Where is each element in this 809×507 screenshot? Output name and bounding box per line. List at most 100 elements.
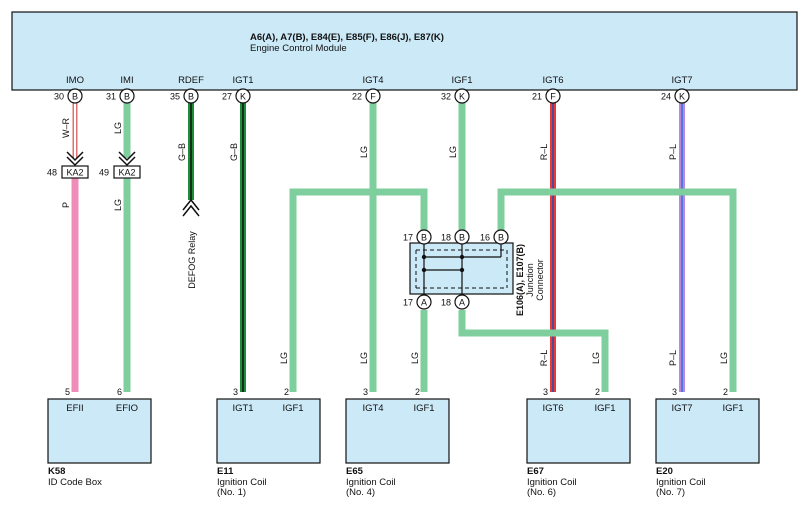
ecm-terminal-igt7: K 24 — [661, 88, 690, 104]
ecm-terminal-igf1: K 32 — [441, 88, 470, 104]
defog-relay-connector — [182, 198, 200, 217]
junction-label-line2: Connector — [535, 259, 545, 301]
svg-text:B: B — [124, 92, 130, 102]
svg-text:(No. 4): (No. 4) — [346, 487, 375, 498]
svg-text:2: 2 — [595, 387, 600, 397]
svg-text:6: 6 — [117, 387, 122, 397]
svg-text:E67: E67 — [527, 466, 544, 477]
svg-text:EFIO: EFIO — [116, 403, 138, 414]
wire-label-imo-bottom: P — [61, 202, 71, 208]
svg-text:IGF1: IGF1 — [722, 403, 743, 414]
svg-text:(No. 1): (No. 1) — [217, 487, 246, 498]
ecm-signal-igt4: IGT4 — [362, 75, 383, 86]
ecm-signal-imo: IMO — [66, 75, 84, 86]
wire-label-igt6-top: R–L — [539, 144, 549, 161]
svg-text:Ignition Coil: Ignition Coil — [656, 477, 706, 488]
svg-text:IGF1: IGF1 — [594, 403, 615, 414]
ecm-terminal-igt6: F 21 — [532, 88, 561, 104]
svg-text:B: B — [421, 233, 427, 243]
svg-text:E11: E11 — [217, 466, 234, 477]
svg-text:3: 3 — [672, 387, 677, 397]
svg-text:IGT7: IGT7 — [671, 403, 692, 414]
ecm-signal-imi: IMI — [120, 75, 133, 86]
ecm-signal-rdef: RDEF — [178, 75, 204, 86]
wire-igf1-coil7 — [497, 188, 737, 392]
ecm-terminal-igt1: K 27 — [222, 88, 251, 104]
svg-text:27: 27 — [222, 92, 232, 102]
ecm-signal-igt7: IGT7 — [671, 75, 692, 86]
svg-text:K58: K58 — [48, 466, 65, 477]
defog-relay-label: DEFOG Relay — [187, 231, 197, 289]
svg-text:18: 18 — [441, 233, 451, 243]
component-ignition-coil-7: 3 2 IGT7 IGF1 E20 Ignition Coil (No. 7) — [655, 387, 760, 498]
wire-label-coil7-igf: LG — [719, 352, 729, 364]
svg-text:22: 22 — [352, 92, 362, 102]
wire-label-igf1-top: LG — [448, 146, 458, 158]
wire-label-coil6-igf: LG — [591, 352, 601, 364]
component-ignition-coil-6: 3 2 IGT6 IGF1 E67 Ignition Coil (No. 6) — [526, 387, 631, 498]
svg-text:IGT1: IGT1 — [232, 403, 253, 414]
wire-label-rdef: G–B — [177, 143, 187, 161]
wire-label-coil7-igt: P–L — [668, 350, 678, 366]
svg-text:B: B — [498, 233, 504, 243]
wire-label-igt1-top: G–B — [229, 143, 239, 161]
ecm-signal-igt1: IGT1 — [232, 75, 253, 86]
junction-pin-b18: B 18 — [441, 229, 470, 245]
svg-text:Ignition Coil: Ignition Coil — [346, 477, 396, 488]
svg-text:17: 17 — [403, 298, 413, 308]
wire-label-igt7-top: P–L — [668, 144, 678, 160]
svg-text:30: 30 — [54, 92, 64, 102]
svg-text:3: 3 — [233, 387, 238, 397]
wire-label-igt4-top: LG — [359, 146, 369, 158]
svg-text:KA2: KA2 — [66, 168, 83, 178]
junction-label-line1: Junction — [525, 263, 535, 297]
svg-text:32: 32 — [441, 92, 451, 102]
ecm-terminal-imi: B 31 — [106, 88, 135, 104]
wire-igf1-coil6 — [458, 310, 609, 392]
svg-text:31: 31 — [106, 92, 116, 102]
wire-label-imo-top: W–R — [61, 118, 71, 139]
svg-text:IGF1: IGF1 — [413, 403, 434, 414]
ecm-connectors: A6(A), A7(B), E84(E), E85(F), E86(J), E8… — [250, 32, 444, 43]
svg-text:B: B — [459, 233, 465, 243]
ka2-connector-imi: KA2 49 — [99, 151, 141, 179]
svg-text:K: K — [679, 92, 685, 102]
svg-text:EFII: EFII — [66, 403, 83, 414]
svg-text:ID Code Box: ID Code Box — [48, 477, 102, 488]
svg-text:A: A — [459, 298, 465, 308]
ecm-name: Engine Control Module — [250, 43, 347, 54]
ecm-signal-igt6: IGT6 — [542, 75, 563, 86]
svg-text:24: 24 — [661, 92, 671, 102]
wire-label-imi-top: LG — [113, 122, 123, 134]
wire-label-coil6-igt: R–L — [539, 350, 549, 367]
component-ignition-coil-1: 3 2 IGT1 IGF1 E11 Ignition Coil (No. 1) — [216, 387, 321, 498]
svg-text:IGF1: IGF1 — [282, 403, 303, 414]
svg-text:A: A — [421, 298, 427, 308]
svg-text:2: 2 — [415, 387, 420, 397]
junction-connector — [409, 237, 514, 303]
wire-igf1-coil1 — [289, 188, 428, 392]
ecm-signal-igf1: IGF1 — [451, 75, 472, 86]
svg-text:3: 3 — [543, 387, 548, 397]
junction-pin-b16: B 16 — [480, 229, 509, 245]
svg-text:Ignition Coil: Ignition Coil — [217, 477, 267, 488]
svg-text:IGT6: IGT6 — [542, 403, 563, 414]
svg-text:5: 5 — [65, 387, 70, 397]
svg-text:48: 48 — [47, 168, 57, 178]
ecm-terminal-rdef: B 35 — [170, 88, 199, 104]
svg-text:K: K — [459, 92, 465, 102]
wire-label-coil4-igt: LG — [359, 352, 369, 364]
junction-connectors-label: E106(A), E107(B) — [515, 244, 525, 316]
svg-text:49: 49 — [99, 168, 109, 178]
svg-text:(No. 7): (No. 7) — [656, 487, 685, 498]
wire-label-imi-bottom: LG — [113, 199, 123, 211]
junction-pin-a18: A 18 — [441, 294, 470, 310]
svg-text:B: B — [72, 92, 78, 102]
svg-text:F: F — [550, 92, 556, 102]
svg-text:E65: E65 — [346, 466, 364, 477]
component-id-code-box: 5 6 EFII EFIO K58 ID Code Box — [47, 387, 152, 488]
ecm-terminal-imo: B 30 — [54, 88, 83, 104]
svg-text:18: 18 — [441, 298, 451, 308]
component-ignition-coil-4: 3 2 IGT4 IGF1 E65 Ignition Coil (No. 4) — [345, 387, 450, 498]
